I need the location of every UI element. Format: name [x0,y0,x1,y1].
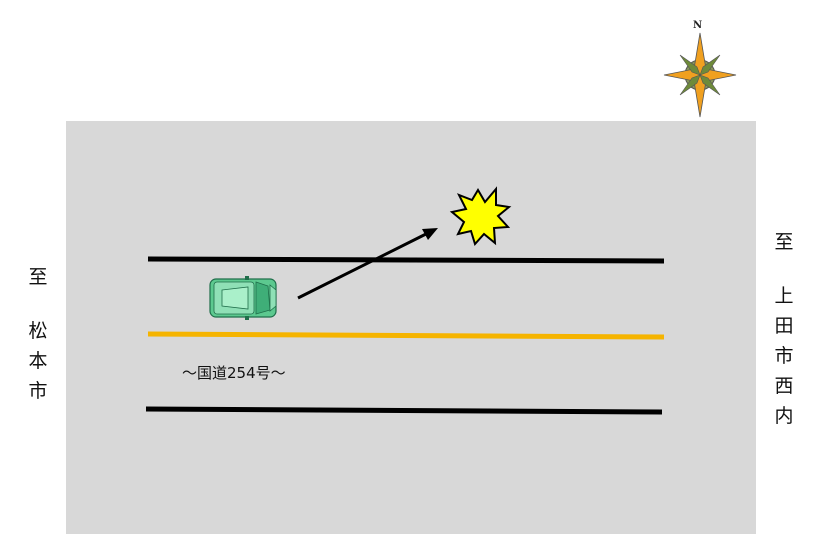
compass-rose-icon [663,32,737,118]
direction-label-matsumoto: 至 松 本 市 [25,262,51,406]
direction-char: 西 [774,375,794,397]
direction-prefix: 至 [774,231,794,253]
direction-label-uedashi-nishiuchi: 至 上 田 市 西 内 [771,227,797,431]
center-line [147,331,665,340]
road-edge-line-south [145,406,663,415]
road-name-label: ～国道254号～ [182,364,286,382]
impact-burst-icon [449,186,512,246]
direction-char: 本 [28,350,48,372]
movement-arrow-icon [297,228,438,300]
road-area [66,121,756,534]
direction-char: 松 [28,320,48,342]
direction-char: 市 [774,345,794,367]
direction-char: 内 [774,405,794,427]
car-icon [209,276,277,320]
direction-char: 田 [774,315,794,337]
direction-char: 上 [774,285,794,307]
compass-north-label: N [693,20,703,31]
road-edge-line-north [147,256,665,264]
direction-char: 市 [28,380,48,402]
direction-prefix: 至 [28,266,48,288]
